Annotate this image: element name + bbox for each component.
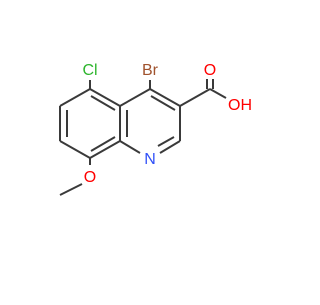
- atom-label-hydroxyl: OH: [228, 97, 252, 114]
- atom-label-methoxy-oxygen: O: [84, 169, 96, 186]
- atom-label-chlorine: Cl: [82, 62, 97, 79]
- bond-c2-n-double: [157, 136, 175, 147]
- bond-c7-c8: [59, 140, 91, 159]
- bond-c4-c4a: [119, 88, 151, 107]
- bond-c8-c8a-double: [90, 136, 116, 152]
- bond-c2-n: [159, 140, 181, 154]
- bond-n-c8a: [119, 140, 141, 154]
- bond-o-ch3: [59, 183, 83, 196]
- bond-c4a-c5: [89, 88, 121, 107]
- molecule-diagram: Cl Br O OH N O: [59, 62, 252, 196]
- bond-c-oh: [209, 88, 227, 99]
- bond-c4a-c5-double: [90, 95, 116, 111]
- bond-c4-c3-double: [150, 95, 176, 111]
- atom-label-bromine: Br: [142, 62, 159, 79]
- bond-layer: [59, 79, 227, 196]
- atom-label-nitrogen: N: [144, 151, 156, 168]
- structure-canvas: Cl Br O OH N O: [59, 62, 252, 196]
- bond-c3-cooh: [179, 88, 211, 107]
- atom-label-layer: Cl Br O OH N O: [82, 62, 252, 186]
- bond-c4-c3: [149, 88, 181, 107]
- atom-label-carbonyl-oxygen: O: [204, 62, 216, 79]
- bond-c5-c6: [59, 88, 91, 107]
- bond-c8-c8a: [89, 140, 121, 159]
